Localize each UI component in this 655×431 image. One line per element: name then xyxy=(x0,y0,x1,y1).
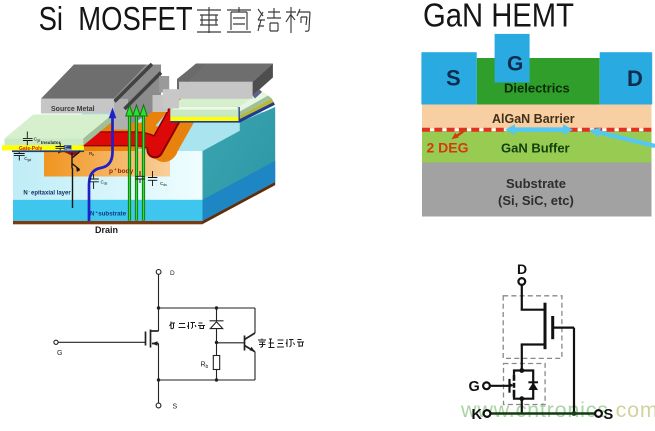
svg-text:K: K xyxy=(472,407,483,423)
svg-text:N: N xyxy=(90,211,95,218)
svg-text:Gate-Poly: Gate-Poly xyxy=(19,146,43,152)
svg-text:body: body xyxy=(118,168,134,175)
svg-text:Source Metal: Source Metal xyxy=(51,106,95,113)
svg-text:C: C xyxy=(101,180,105,185)
svg-text:S: S xyxy=(446,66,461,91)
svg-text:C: C xyxy=(160,181,164,186)
svg-text:gd: gd xyxy=(28,158,32,162)
svg-text:Dielectrics: Dielectrics xyxy=(504,81,570,96)
svg-text:substrate: substrate xyxy=(98,211,126,218)
svg-text:G: G xyxy=(507,53,523,76)
svg-text:gs: gs xyxy=(68,147,72,151)
svg-text:S: S xyxy=(173,404,178,411)
svg-text:epitaxial layer: epitaxial layer xyxy=(31,191,71,197)
svg-text:Substrate: Substrate xyxy=(506,176,566,191)
svg-text:Si MOSFET: Si MOSFET xyxy=(39,0,193,37)
svg-text:2 DEG: 2 DEG xyxy=(427,140,469,156)
svg-text:p: p xyxy=(109,168,113,175)
svg-text:D: D xyxy=(170,270,175,277)
svg-text:GaN HEMT: GaN HEMT xyxy=(423,0,574,34)
svg-text:GaN Buffer: GaN Buffer xyxy=(501,141,570,156)
svg-text:S: S xyxy=(604,407,614,423)
svg-text:Insulator: Insulator xyxy=(41,140,61,145)
svg-text:G: G xyxy=(57,350,62,357)
svg-text:ds: ds xyxy=(104,182,108,186)
svg-text:R: R xyxy=(201,362,206,369)
svg-text:-: - xyxy=(29,189,31,194)
svg-text:b: b xyxy=(92,153,94,157)
svg-text:C: C xyxy=(24,156,28,161)
svg-text:b: b xyxy=(206,364,209,370)
svg-text:+: + xyxy=(114,167,117,172)
svg-text:ds: ds xyxy=(163,183,167,187)
svg-text:D: D xyxy=(517,261,527,277)
svg-text:C: C xyxy=(34,136,38,141)
svg-text:AlGaN Barrier: AlGaN Barrier xyxy=(492,112,575,126)
svg-text:gs: gs xyxy=(37,139,41,143)
svg-text:N: N xyxy=(23,191,27,197)
svg-text:G: G xyxy=(469,379,480,395)
svg-text:(Si, SiC, etc): (Si, SiC, etc) xyxy=(498,193,574,208)
svg-text:C: C xyxy=(65,145,68,150)
svg-text:D: D xyxy=(627,66,643,91)
svg-text:R: R xyxy=(89,151,93,156)
svg-text:Drain: Drain xyxy=(95,225,118,235)
svg-text:+: + xyxy=(95,210,98,215)
